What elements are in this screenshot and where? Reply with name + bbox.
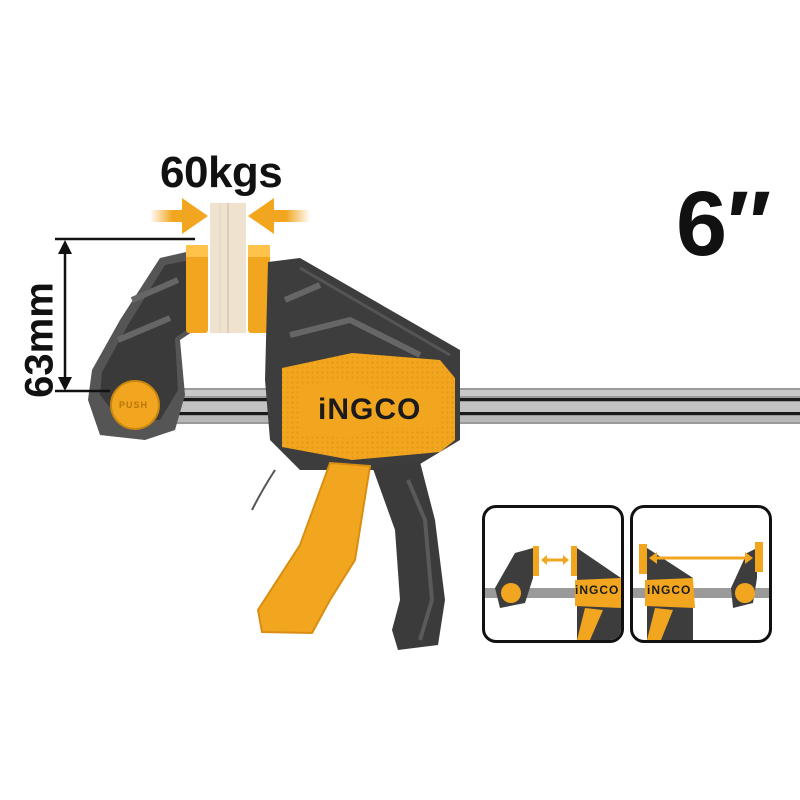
pistol-grip	[372, 462, 445, 650]
dimension-line	[55, 237, 195, 393]
clamping-mode-illustration	[485, 546, 621, 640]
workpiece	[210, 203, 246, 333]
push-label: PUSH	[119, 400, 149, 410]
spreading-mode-illustration	[633, 542, 769, 640]
throat-depth-label: 63mm	[17, 282, 62, 398]
thumbnail-brand-logo: iNGCO	[647, 583, 692, 597]
steel-bar	[150, 388, 800, 424]
force-arrows	[150, 198, 310, 234]
trigger-lever	[256, 461, 372, 635]
clamp-size-label: 6″	[676, 173, 772, 275]
release-button	[110, 380, 160, 430]
clamp-force-label: 60kgs	[160, 148, 283, 197]
thumbnail-brand-logo: iNGCO	[575, 583, 620, 597]
handle-housing	[282, 353, 455, 460]
thumbnail-spreading-mode: iNGCO	[630, 505, 772, 643]
brand-logo: iNGCO	[318, 393, 422, 426]
thumbnail-clamping-mode: iNGCO	[482, 505, 624, 643]
